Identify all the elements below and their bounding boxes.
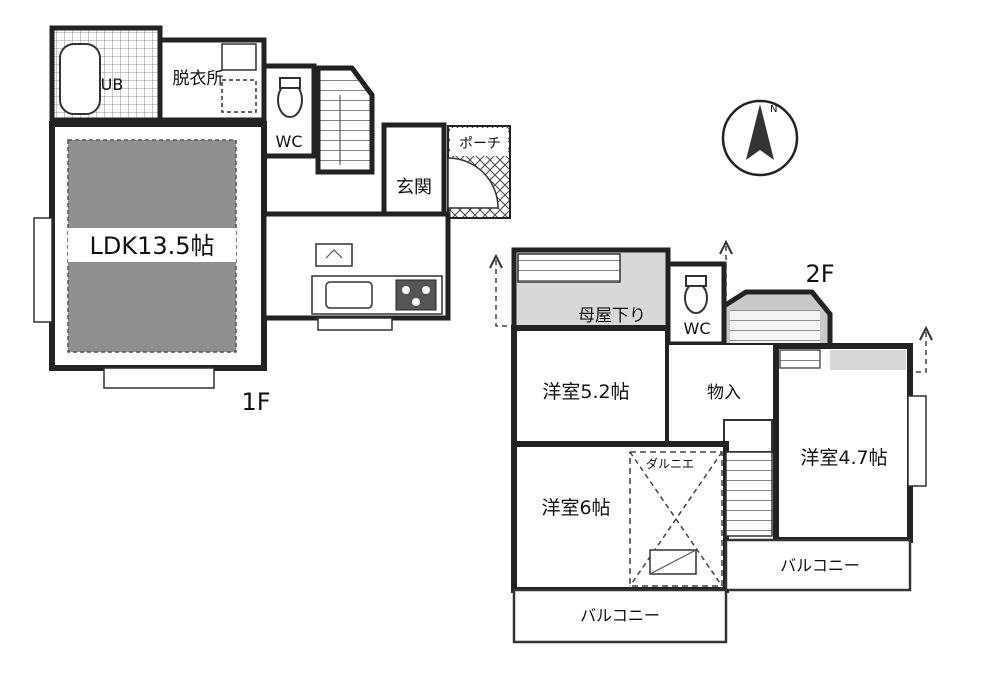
- ub-label: UB: [101, 75, 124, 94]
- storage-closet: [723, 419, 773, 453]
- toilet-2f-icon: [684, 282, 708, 314]
- bathtub-icon: [59, 43, 101, 115]
- window-right-2f: [907, 395, 927, 487]
- balcony-right-label: バルコニー: [780, 556, 860, 575]
- floor-2-label: 2F: [805, 260, 834, 288]
- void-label: ダルニエ: [646, 456, 694, 471]
- balcony-bottom: [512, 588, 728, 644]
- floor-1-label: 1F: [241, 388, 270, 416]
- ldk-label: LDK13.5帖: [89, 232, 214, 260]
- balcony-bottom-label: バルコニー: [580, 606, 660, 625]
- staircase-1f: [315, 65, 375, 175]
- window-bottom-1f: [103, 367, 215, 389]
- range-hood-icon: [315, 243, 353, 267]
- loft-down-label: 母屋下り: [578, 306, 646, 326]
- sink-icon: [325, 281, 373, 309]
- compass: N: [721, 99, 799, 177]
- compass-label: N: [770, 104, 777, 115]
- washer-icon: [221, 79, 257, 113]
- floor-1: UB 脱衣所 WC 玄関 ポーチ LDK13.5帖 1F: [33, 25, 511, 416]
- wc-2f-label: WC: [684, 319, 711, 338]
- western-5-2-label: 洋室5.2帖: [542, 381, 629, 403]
- dressing-label: 脱衣所: [173, 69, 224, 89]
- porch-label: ポーチ: [459, 136, 501, 152]
- closet-2f: [725, 451, 773, 537]
- entrance: [381, 122, 447, 218]
- floor-2: 2F: [489, 239, 933, 644]
- western-4-7-label: 洋室4.7帖: [800, 447, 887, 469]
- balcony-right: [724, 538, 912, 592]
- entrance-label: 玄関: [396, 177, 432, 198]
- western-room-4-7: [773, 343, 913, 543]
- storage-label: 物入: [707, 383, 741, 403]
- window-left-1f: [33, 217, 53, 323]
- washbasin-icon: [221, 43, 257, 71]
- western-6-label: 洋室6帖: [541, 497, 610, 519]
- western-room-5-2: [511, 325, 671, 447]
- wc-1f-label: WC: [276, 132, 303, 151]
